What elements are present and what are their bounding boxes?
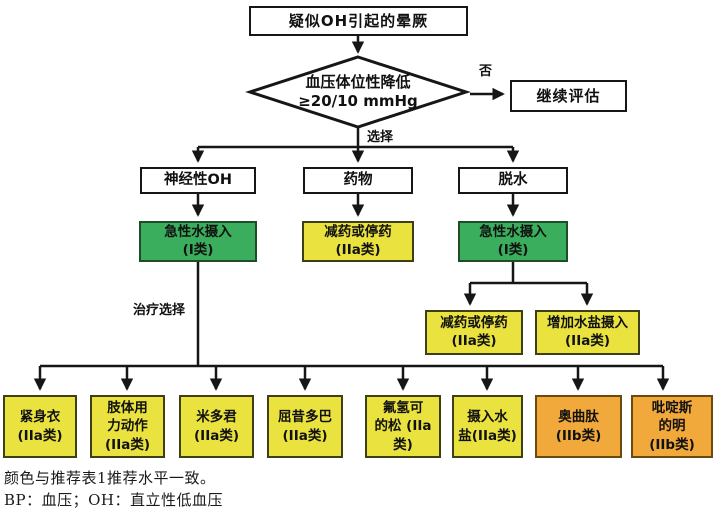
node-line: 增加水盐摄入	[547, 314, 628, 331]
treatment-node-midodrine: 米多君 (IIa类)	[179, 395, 254, 458]
treatment-node-fludrocortisone: 氟氢可 的松 (IIa 类)	[365, 395, 441, 458]
node-line: 米多君	[196, 409, 237, 426]
action-node-acute-water-intake-right: 急性水摄入 (I类)	[458, 221, 568, 262]
treatment-node-physical-counterpressure: 肢体用 力动作 (IIa类)	[90, 395, 165, 458]
node-line: (IIa类)	[565, 332, 610, 349]
treatment-node-octreotide: 奥曲肽 (IIb类)	[535, 395, 622, 458]
subaction-node-reduce-stop-drugs: 减药或停药 (IIa类)	[425, 310, 523, 355]
node-line: (IIa类)	[194, 427, 239, 444]
cause-node-dehydration: 脱水	[458, 167, 568, 194]
node-line: 力动作	[107, 418, 148, 435]
node-line: 减药或停药	[440, 314, 508, 331]
decision-line2: ≥20/10 mmHg	[298, 92, 418, 110]
node-line: (IIa类)	[105, 436, 150, 453]
node-line: (IIb类)	[649, 436, 695, 453]
continue-evaluation-node: 继续评估	[510, 80, 627, 112]
treatment-node-droxidopa: 屈昔多巴 (IIa类)	[267, 395, 343, 458]
node-line: 急性水摄入	[479, 223, 547, 240]
node-line: 的明	[658, 418, 686, 435]
cause-node-drugs: 药物	[303, 167, 413, 194]
treatment-select-label: 治疗选择	[133, 303, 186, 318]
treatment-node-water-salt-intake: 摄入水 盐(IIa类)	[452, 395, 523, 458]
treatment-node-pyridostigmine: 吡啶斯 的明 (IIb类)	[631, 395, 713, 458]
no-branch-label: 否	[479, 64, 493, 79]
node-line: (IIa类)	[282, 427, 328, 444]
node-line: 屈昔多巴	[278, 409, 332, 426]
node-line: 奥曲肽	[558, 409, 599, 426]
node-line: 吡啶斯	[651, 400, 693, 417]
decision-line1: 血压体位性降低	[305, 72, 411, 91]
node-line: 氟氢可	[382, 400, 424, 417]
node-line: 急性水摄入	[164, 223, 232, 240]
node-line: 肢体用	[107, 400, 148, 417]
node-line: 的松 (IIa	[374, 418, 432, 435]
cause-node-neurogenic-oh: 神经性OH	[140, 167, 256, 194]
action-node-reduce-stop-drugs: 减药或停药 (IIa类)	[302, 221, 414, 262]
decision-diamond-shape	[245, 55, 471, 129]
note-color-legend: 颜色与推荐表1推荐水平一致。	[4, 469, 216, 487]
node-line: 摄入水	[467, 409, 508, 426]
note-abbreviations: BP：血压；OH：直立性低血压	[4, 491, 223, 509]
start-node: 疑似OH引起的晕厥	[249, 6, 468, 36]
node-line: (IIb类)	[555, 427, 602, 444]
decision-node-label: 血压体位性降低 ≥20/10 mmHg	[263, 68, 453, 116]
node-line: (IIa类)	[335, 241, 381, 258]
select-label: 选择	[367, 130, 394, 145]
node-line: 盐(IIa类)	[458, 427, 517, 444]
node-line: (I类)	[182, 241, 214, 258]
treatment-node-compression-garment: 紧身衣 (IIa类)	[3, 395, 77, 458]
node-line: 类)	[393, 436, 413, 453]
node-line: (IIa类)	[451, 332, 497, 349]
action-node-acute-water-intake-left: 急性水摄入 (I类)	[139, 221, 257, 262]
node-line: (IIa类)	[17, 427, 63, 444]
node-line: 紧身衣	[19, 409, 61, 426]
node-line: (I类)	[497, 241, 529, 258]
subaction-node-increase-water-salt: 增加水盐摄入 (IIa类)	[535, 310, 640, 355]
node-line: 减药或停药	[324, 223, 392, 240]
